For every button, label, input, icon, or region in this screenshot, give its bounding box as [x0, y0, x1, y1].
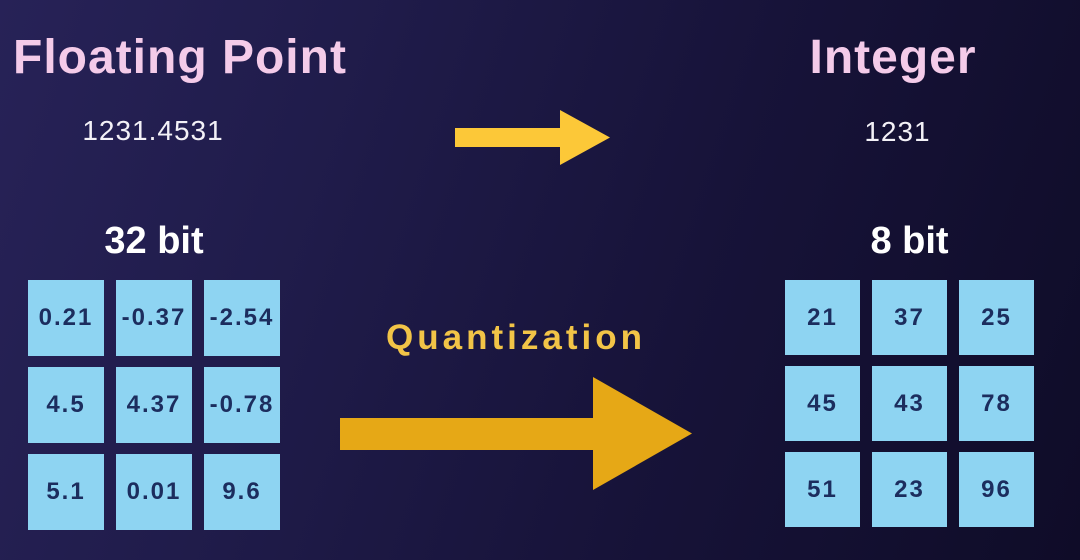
floating-point-title: Floating Point — [13, 31, 347, 84]
quantization-label: Quantization — [386, 318, 646, 357]
right-arrow-icon — [455, 110, 610, 165]
matrix-cell: 9.6 — [204, 454, 280, 530]
matrix-cell: -0.37 — [116, 280, 192, 356]
int-matrix: 21 37 25 45 43 78 51 23 96 — [785, 280, 1034, 527]
matrix-cell: 37 — [872, 280, 947, 355]
matrix-cell: 5.1 — [28, 454, 104, 530]
integer-title: Integer — [809, 31, 977, 84]
matrix-cell: 0.01 — [116, 454, 192, 530]
matrix-cell: 51 — [785, 452, 860, 527]
matrix-cell: 4.37 — [116, 367, 192, 443]
right-matrix-label: 8 bit — [870, 220, 949, 262]
matrix-cell: 4.5 — [28, 367, 104, 443]
matrix-cell: 45 — [785, 366, 860, 441]
matrix-cell: 43 — [872, 366, 947, 441]
matrix-cell: 25 — [959, 280, 1034, 355]
right-arrow-icon — [340, 377, 692, 490]
matrix-cell: 23 — [872, 452, 947, 527]
matrix-cell: 96 — [959, 452, 1034, 527]
float-matrix: 0.21 -0.37 -2.54 4.5 4.37 -0.78 5.1 0.01… — [28, 280, 280, 530]
matrix-cell: 0.21 — [28, 280, 104, 356]
floating-point-value: 1231.4531 — [82, 115, 224, 146]
matrix-cell: 21 — [785, 280, 860, 355]
matrix-cell: -0.78 — [204, 367, 280, 443]
matrix-cell: -2.54 — [204, 280, 280, 356]
integer-value: 1231 — [864, 116, 931, 147]
matrix-cell: 78 — [959, 366, 1034, 441]
left-matrix-label: 32 bit — [104, 220, 204, 262]
